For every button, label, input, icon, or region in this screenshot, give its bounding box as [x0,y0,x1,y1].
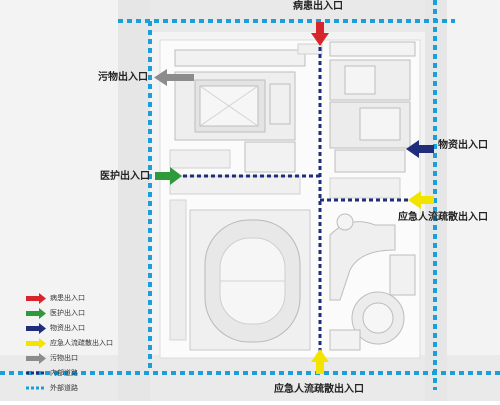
legend-label-emergency: 应急人流疏散出入口 [50,339,113,347]
street-bottom [0,355,500,401]
building-top-left [174,49,306,173]
legend-label-internal-road: 内部道路 [50,369,78,377]
legend-marker-patient [26,293,46,304]
legend-label-supplies: 物资出入口 [50,324,85,332]
medical-entrance-arrow [155,167,182,185]
legend-label-patient: 病患出入口 [50,294,85,302]
building-top-right [329,41,416,173]
legend-label-medical: 医护出入口 [50,309,85,317]
label-top-entrance: 病患出入口 [293,1,343,12]
label-emergency-bottom: 应急人流疏散出入口 [274,384,364,395]
internal-roads [176,40,412,356]
label-waste-entrance: 污物出入口 [98,72,148,83]
patient-entrance-arrow [311,22,329,46]
legend-marker-emergency [26,338,46,349]
waste-exit-arrow [154,69,194,86]
legend-markers [26,293,46,390]
label-medical-entrance: 医护出入口 [100,171,150,182]
legend-label-waste: 污物出口 [50,354,78,362]
building-bottom-right [329,213,416,351]
supplies-entrance-arrow [406,140,434,158]
label-emergency-right: 应急人流疏散出入口 [398,212,488,223]
external-roads [0,0,500,390]
emergency-bottom-arrow [311,349,329,374]
legend-marker-waste [26,353,46,364]
legend-label-external-road: 外部道路 [50,384,78,392]
label-supplies-entrance: 物资出入口 [438,140,488,151]
street-left [118,0,150,401]
legend-marker-supplies [26,323,46,334]
sports-field [169,199,311,351]
legend-marker-medical [26,308,46,319]
street-top [118,0,438,32]
misc-blocks [169,43,401,199]
emergency-right-arrow [408,191,434,209]
